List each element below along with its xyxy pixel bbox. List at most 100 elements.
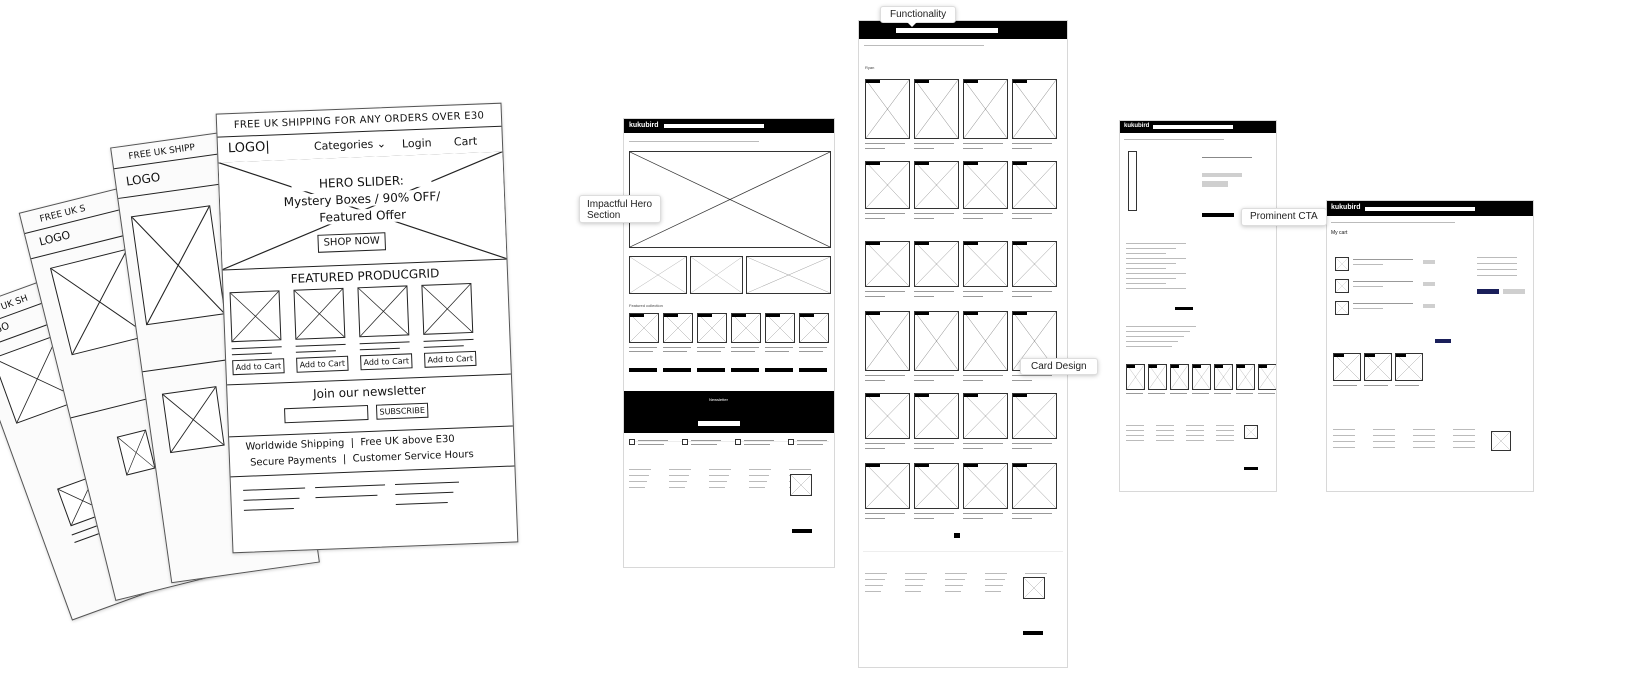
product-secondary-button[interactable] (1175, 307, 1193, 310)
category-product-card[interactable] (963, 79, 1008, 139)
footer-subscribe-button[interactable] (1023, 631, 1043, 635)
footer-link[interactable] (1186, 425, 1204, 426)
category-product-card[interactable] (865, 161, 910, 209)
footer-link[interactable] (1126, 425, 1144, 426)
category-product-card[interactable] (1012, 393, 1057, 439)
footer-link[interactable] (1413, 441, 1435, 442)
home-product-image[interactable] (697, 313, 727, 343)
category-product-card[interactable] (914, 161, 959, 209)
home-add-to-cart-button[interactable] (629, 368, 657, 372)
footer-link[interactable] (749, 475, 769, 476)
footer-link[interactable] (1413, 447, 1435, 448)
footer-link[interactable] (945, 573, 967, 574)
footer-link[interactable] (1373, 447, 1395, 448)
product-add-to-cart[interactable] (1202, 213, 1234, 217)
footer-link[interactable] (709, 481, 727, 482)
footer-link[interactable] (1216, 425, 1234, 426)
footer-link[interactable] (1126, 440, 1144, 441)
footer-link[interactable] (1453, 435, 1475, 436)
footer-link[interactable] (749, 469, 771, 470)
category-product-card[interactable] (963, 161, 1008, 209)
footer-link[interactable] (1216, 435, 1234, 436)
footer-link[interactable] (1186, 430, 1204, 431)
recommended-product-card[interactable] (1333, 353, 1361, 381)
footer-link[interactable] (985, 573, 1007, 574)
quantity-stepper[interactable] (1423, 304, 1435, 308)
footer-link[interactable] (749, 481, 767, 482)
footer-link[interactable] (1453, 447, 1475, 448)
home-add-to-cart-button[interactable] (765, 368, 793, 372)
category-product-card[interactable] (914, 393, 959, 439)
footer-subscribe-button[interactable] (792, 529, 812, 533)
home-product-image[interactable] (765, 313, 795, 343)
home-product-image[interactable] (663, 313, 693, 343)
footer-link[interactable] (865, 585, 883, 586)
related-product-card[interactable] (1214, 364, 1233, 390)
footer-link[interactable] (1413, 435, 1435, 436)
footer-link[interactable] (945, 585, 963, 586)
product-variant-select[interactable] (1202, 181, 1228, 187)
category-product-card[interactable] (1012, 161, 1057, 209)
footer-link[interactable] (1186, 440, 1204, 441)
footer-link[interactable] (985, 585, 1003, 586)
home-add-to-cart-button[interactable] (663, 368, 691, 372)
footer-link[interactable] (1126, 430, 1144, 431)
category-product-card[interactable] (865, 241, 910, 287)
footer-link[interactable] (1333, 441, 1355, 442)
category-product-card[interactable] (963, 241, 1008, 287)
footer-link[interactable] (1156, 425, 1174, 426)
footer-link[interactable] (669, 487, 685, 488)
footer-link[interactable] (905, 573, 927, 574)
category-product-card[interactable] (963, 393, 1008, 439)
home-add-to-cart-button[interactable] (799, 368, 827, 372)
footer-link[interactable] (1216, 430, 1234, 431)
footer-link[interactable] (1333, 429, 1355, 430)
footer-link[interactable] (1156, 435, 1174, 436)
footer-link[interactable] (629, 469, 651, 470)
footer-link[interactable] (1373, 435, 1395, 436)
home-add-to-cart-button[interactable] (731, 368, 759, 372)
footer-subscribe-button[interactable] (1244, 467, 1258, 470)
footer-link[interactable] (865, 591, 881, 592)
footer-link[interactable] (709, 469, 731, 470)
footer-link[interactable] (1333, 435, 1355, 436)
footer-link[interactable] (629, 487, 645, 488)
footer-link[interactable] (905, 585, 923, 586)
category-product-card[interactable] (963, 463, 1008, 509)
footer-link[interactable] (1156, 440, 1174, 441)
category-product-card[interactable] (914, 311, 959, 371)
footer-link[interactable] (1373, 429, 1395, 430)
category-product-card[interactable] (914, 79, 959, 139)
related-product-card[interactable] (1126, 364, 1145, 390)
category-product-card[interactable] (1012, 241, 1057, 287)
category-product-card[interactable] (865, 393, 910, 439)
quantity-stepper[interactable] (1423, 260, 1435, 264)
cart-secondary-button[interactable] (1503, 289, 1525, 294)
footer-link[interactable] (749, 487, 765, 488)
recommended-product-card[interactable] (1364, 353, 1392, 381)
category-product-card[interactable] (865, 463, 910, 509)
related-product-card[interactable] (1148, 364, 1167, 390)
category-product-card[interactable] (865, 311, 910, 371)
footer-link[interactable] (1413, 429, 1435, 430)
footer-link[interactable] (1333, 447, 1355, 448)
related-product-card[interactable] (1192, 364, 1211, 390)
footer-link[interactable] (789, 469, 811, 470)
footer-link[interactable] (1453, 441, 1475, 442)
home-product-image[interactable] (731, 313, 761, 343)
footer-link[interactable] (1216, 440, 1234, 441)
category-product-card[interactable] (865, 79, 910, 139)
quantity-stepper[interactable] (1423, 282, 1435, 286)
footer-link[interactable] (629, 475, 649, 476)
cart-checkout-button[interactable] (1477, 289, 1499, 294)
footer-link[interactable] (985, 591, 1001, 592)
related-product-card[interactable] (1258, 364, 1276, 390)
footer-link[interactable] (865, 579, 885, 580)
footer-link[interactable] (1373, 441, 1395, 442)
recommended-product-card[interactable] (1395, 353, 1423, 381)
footer-link[interactable] (1156, 430, 1174, 431)
footer-link[interactable] (629, 481, 647, 482)
footer-link[interactable] (669, 469, 691, 470)
footer-link[interactable] (1025, 573, 1047, 574)
related-product-card[interactable] (1170, 364, 1189, 390)
